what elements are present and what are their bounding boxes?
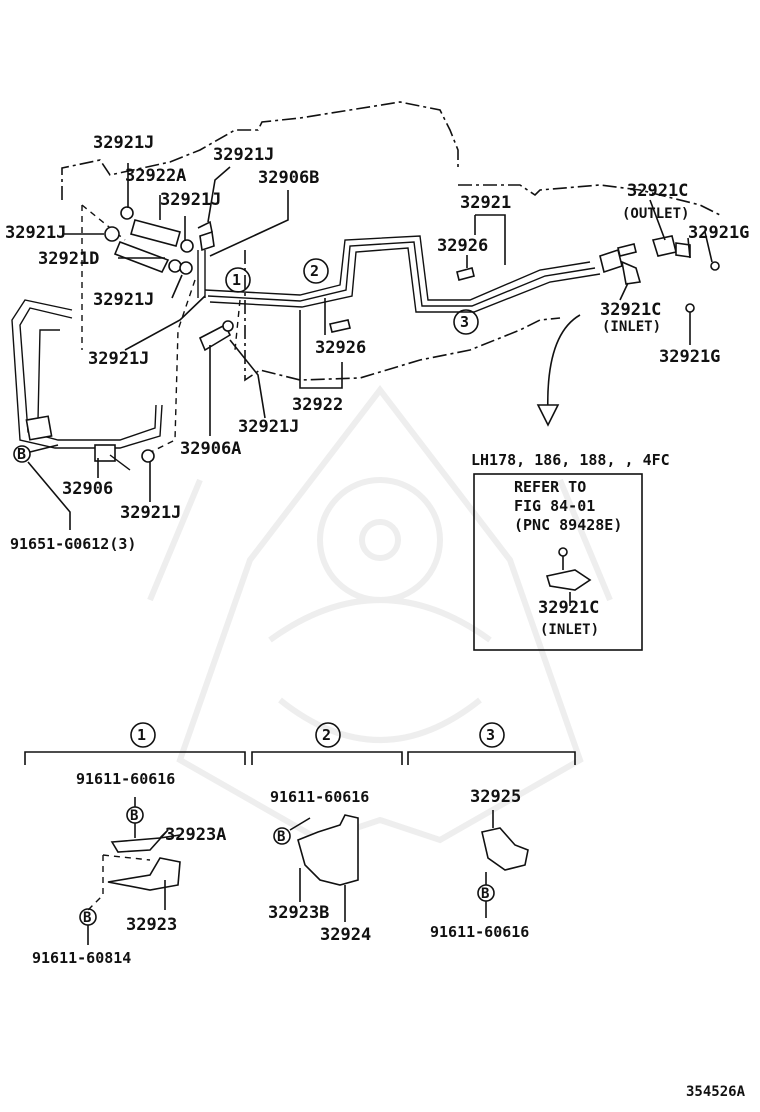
label-32906B: 32906B (258, 168, 319, 188)
bolt-marker-b-3: B (83, 910, 91, 926)
refer-part-32921C: 32921C (538, 598, 599, 618)
lh-note: LH178, 186, 188, , 4FC (471, 451, 670, 469)
refer-line-2: FIG 84-01 (514, 497, 595, 515)
refer-inlet: (INLET) (540, 622, 599, 638)
callout-3-top: 3 (460, 313, 469, 331)
label-32921J-a: 32921J (93, 133, 154, 153)
label-outlet: (OUTLET) (622, 206, 689, 222)
label-32922A: 32922A (125, 166, 186, 186)
watermark-emblem (147, 385, 613, 844)
g1-label-32923A: 32923A (165, 825, 226, 845)
leader-lines (13, 163, 713, 530)
engine-outline (61, 101, 721, 382)
label-32921G-b: 32921G (659, 347, 720, 367)
g2-label-32924: 32924 (320, 925, 371, 945)
callout-2-group: 2 (322, 726, 331, 744)
hoses-and-clamps (104, 206, 720, 463)
g2-bolt-label: 91611-60616 (270, 788, 369, 806)
label-32921J-d: 32921J (5, 223, 66, 243)
refer-box (473, 473, 643, 651)
label-32906: 32906 (62, 479, 113, 499)
label-32921: 32921 (460, 193, 511, 213)
label-91651: 91651-G0612(3) (10, 535, 136, 553)
g1-bolt2-label: 91611-60814 (32, 949, 131, 967)
label-32921J-g: 32921J (238, 417, 299, 437)
label-32921J-e: 32921J (93, 290, 154, 310)
bolt-marker-b-2: B (130, 808, 138, 824)
bolt-marker-b-4: B (277, 829, 285, 845)
diagram-id: 354526A (686, 1084, 746, 1100)
bolt-marker-b-1: B (17, 445, 26, 463)
group-1-parts (79, 797, 181, 945)
label-inlet: (INLET) (602, 319, 661, 335)
label-32926-b: 32926 (315, 338, 366, 358)
group-2-parts (273, 814, 359, 922)
g1-bolt-label: 91611-60616 (76, 770, 175, 788)
label-32921C-inlet: 32921C (600, 300, 661, 320)
g3-label-32925: 32925 (470, 787, 521, 807)
refer-line-3: (PNC 89428E) (514, 516, 622, 534)
refer-line-1: REFER TO (514, 478, 586, 496)
pipe-assembly (11, 235, 601, 471)
group-3-parts (477, 810, 529, 918)
bolt-marker-b-5: B (481, 886, 489, 902)
label-32921C-outlet: 32921C (627, 181, 688, 201)
label-32921J-f: 32921J (88, 349, 149, 369)
g2-label-32923B: 32923B (268, 903, 329, 923)
label-32921J-h: 32921J (120, 503, 181, 523)
callout-3-group: 3 (486, 726, 495, 744)
label-32921J-c: 32921J (160, 190, 221, 210)
g3-bolt-label: 91611-60616 (430, 923, 529, 941)
callout-1-top: 1 (232, 271, 241, 289)
group-brackets (24, 722, 576, 765)
label-32906A: 32906A (180, 439, 241, 459)
g1-label-32923: 32923 (126, 915, 177, 935)
label-32921J-b: 32921J (213, 145, 274, 165)
label-32922: 32922 (292, 395, 343, 415)
label-32926-a: 32926 (437, 236, 488, 256)
label-32921G-a: 32921G (688, 223, 749, 243)
callout-2-top: 2 (310, 262, 319, 280)
callout-1-group: 1 (137, 726, 146, 744)
label-32921D: 32921D (38, 249, 99, 269)
